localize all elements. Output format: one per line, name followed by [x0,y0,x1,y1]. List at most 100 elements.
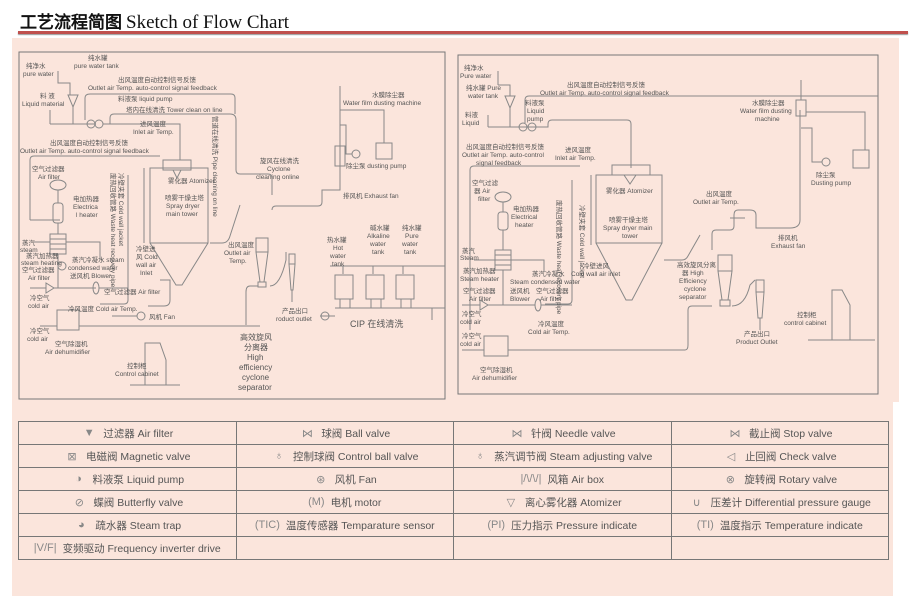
legend-cell: (TI)温度指示 Temperature indicate [670,513,889,537]
legend-cell: ▼过滤器 Air filter [18,421,237,445]
magnetic-valve-icon: ⊠ [67,450,77,463]
r-label-waste-heat-pipe: 废热回收管路 Waste heat recovery pipe [555,200,564,315]
label-air-filter-3: 空气过滤器 Air filter [104,287,161,296]
rotary-valve-icon: ⊗ [725,473,735,486]
legend-cell: ∪ 压差计 Differential pressure gauge [670,490,889,514]
label-cip: CIP 在线清洗 [350,318,403,329]
legend-label: 压差计 Differential pressure gauge [710,496,871,509]
legend-label: 风箱 Air box [547,473,605,486]
title-en: Sketch of Flow Chart [126,12,290,33]
stop-valve-icon: ⋈ [729,427,741,440]
legend-cell [453,536,672,560]
legend-cell: ◕ 疏水器 Steam trap [18,513,237,537]
legend-cell: (PI)压力指示 Pressure indicate [453,513,672,537]
legend-cell: (M)电机 motor [235,490,454,514]
legend-cell: (TIC)温度传感器 Temparature sensor [235,513,454,537]
legend-label: 压力指示 Pressure indicate [511,519,638,532]
air-filter-icon: ▼ [83,427,95,439]
legend-label: 蒸汽调节阀 Steam adjusting valve [494,450,653,463]
legend-label: 疏水器 Steam trap [95,519,182,532]
steam-trap-icon: ◕ [78,519,85,531]
legend-label: 止回阀 Check valve [744,450,837,463]
label-fan: 风机 Fan [149,312,175,321]
legend-cell [670,536,889,560]
frequency-inverter-icon: |V/F| [33,542,57,554]
label-tower-clean: 塔内在线清洗 Tower clean on line [126,105,223,114]
butterfly-valve-icon: ⊘ [74,496,84,509]
panel-edge [893,38,899,402]
label-cold-air-temp: 冷风温度 Cold air Temp. [68,304,138,313]
legend-row: ⊠ 电磁阀 Magnetic valve ♁控制球阀 Control ball va… [18,444,889,468]
label-liquid-pump: 料液泵 liquid pump [118,94,173,103]
legend-cell: ♁控制球阀 Control ball valve [235,444,454,468]
legend-row: ⊘蝶阀 Butterfly valve(M)电机 motor▽离心雾化器 Ato… [18,490,889,514]
legend-label: 旋转阀 Rotary valve [744,473,838,486]
legend-cell: ⋈球阀 Ball valve [235,421,454,445]
legend-label: 截止阀 Stop valve [749,427,833,440]
right-diagram-frame [457,54,879,395]
legend-cell [235,536,454,560]
right-diagram-pipes [462,71,878,357]
legend-cell: ⊘蝶阀 Butterfly valve [18,490,237,514]
label-waste-heat-pipe: 废热回收管路 Waste heat recovery pipe [109,173,118,288]
legend-label: 风机 Fan [334,473,377,486]
fan-icon: ⊛ [316,473,326,486]
ball-valve-icon: ⋈ [301,427,313,440]
differential-pressure-gauge-icon: ∪ [692,496,701,509]
legend-cell: |V/F|变频驱动 Frequency inverter drive [18,536,237,560]
legend-label: 离心雾化器 Atomizer [524,496,622,509]
label-dusting-pump: 除尘泵 dusting pump [346,161,407,170]
liquid-pump-icon: ◑ [75,473,82,485]
left-diagram-pipes [29,71,445,386]
legend-row: ◕ 疏水器 Steam trap (TIC)温度传感器 Temparature se… [18,513,889,537]
label-pipe-cleaning: 管道在线清洗 Pipe cleaning on line [211,116,220,217]
legend-cell: ⊛ 风机 Fan [235,467,454,491]
label-exhaust-fan: 排风机 Exhaust fan [343,191,399,200]
title-cn: 工艺流程简图 [20,13,122,33]
label-cold-wall-jacket: 冷壁夹套 Cold wall jacket [117,173,126,246]
legend-label: 电磁阀 Magnetic valve [86,450,191,463]
legend-cell: ⊗ 旋转阀 Rotary valve [670,467,889,491]
label-blower: 送风机 Blower [70,271,112,280]
motor-icon: (M) [308,496,325,508]
title-underline [18,31,908,34]
